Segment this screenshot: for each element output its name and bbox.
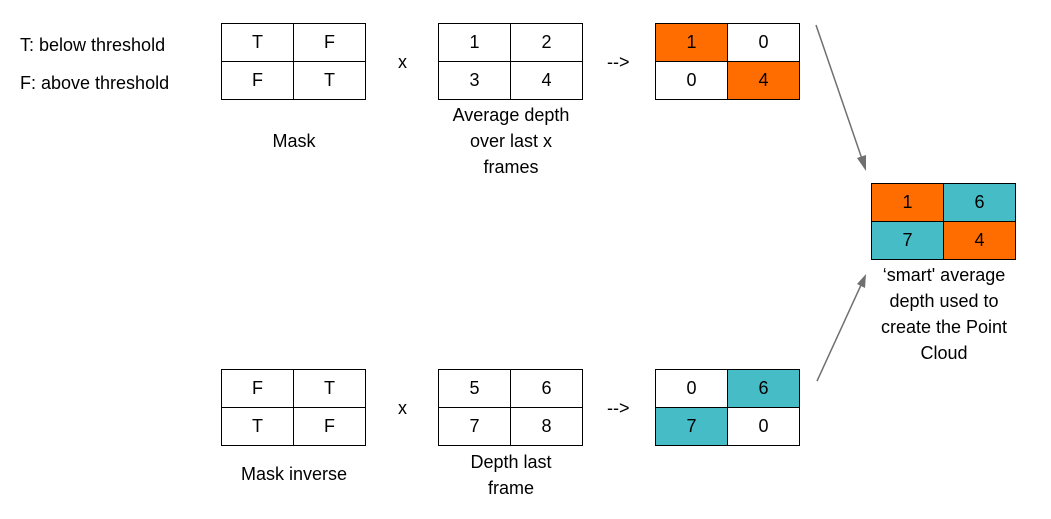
bottom-result-cell: 0 xyxy=(656,370,728,408)
final-depth-cell: 1 xyxy=(872,184,944,222)
bottom-result-grid: 0 6 7 0 xyxy=(655,369,800,446)
average-depth-cell: 1 xyxy=(439,24,511,62)
mask-inverse-cell: T xyxy=(222,408,294,446)
average-depth-grid: 1 2 3 4 xyxy=(438,23,583,100)
depth-last-frame-caption: Depth last frame xyxy=(431,449,591,501)
caption-line: Average depth xyxy=(452,105,570,125)
mask-cell: T xyxy=(294,62,366,100)
multiply-operator: x xyxy=(398,398,407,418)
multiply-operator: x xyxy=(398,52,407,72)
depth-last-frame-cell: 8 xyxy=(511,408,583,446)
top-arrowhead xyxy=(857,155,866,171)
average-depth-cell: 3 xyxy=(439,62,511,100)
final-depth-caption: ‘smart' average depth used to create the… xyxy=(859,262,1029,366)
caption-line: Cloud xyxy=(920,343,968,363)
mask-inverse-caption: Mask inverse xyxy=(240,464,348,484)
arrow-text: --> xyxy=(607,52,630,72)
mask-inverse-cell: F xyxy=(294,408,366,446)
depth-last-frame-cell: 5 xyxy=(439,370,511,408)
average-depth-cell: 4 xyxy=(511,62,583,100)
caption-line: Depth last xyxy=(470,452,552,472)
average-depth-caption: Average depth over last x frames xyxy=(431,102,591,180)
caption-line: create the Point xyxy=(880,317,1008,337)
top-connector-arrow xyxy=(815,24,863,160)
depth-last-frame-grid: 5 6 7 8 xyxy=(438,369,583,446)
mask-caption: Mask xyxy=(272,131,316,151)
bottom-result-cell: 0 xyxy=(728,408,800,446)
caption-line: depth used to xyxy=(889,291,999,311)
bottom-arrowhead xyxy=(857,274,866,288)
mask-inverse-grid: F T T F xyxy=(221,369,366,446)
top-result-grid: 1 0 0 4 xyxy=(655,23,800,100)
depth-last-frame-cell: 7 xyxy=(439,408,511,446)
final-depth-grid: 1 6 7 4 xyxy=(871,183,1016,260)
bottom-result-cell-highlighted: 6 xyxy=(728,370,800,408)
mask-cell: F xyxy=(222,62,294,100)
mask-inverse-cell: T xyxy=(294,370,366,408)
final-depth-cell: 7 xyxy=(872,222,944,260)
top-result-cell-highlighted: 4 xyxy=(728,62,800,100)
mask-cell: F xyxy=(294,24,366,62)
average-depth-cell: 2 xyxy=(511,24,583,62)
mask-inverse-cell: F xyxy=(222,370,294,408)
mask-cell: T xyxy=(222,24,294,62)
caption-line: frames xyxy=(483,157,539,177)
top-result-cell: 0 xyxy=(728,24,800,62)
top-result-cell: 0 xyxy=(656,62,728,100)
caption-line: over last x xyxy=(469,131,553,151)
bottom-connector-arrow xyxy=(816,284,862,382)
caption-line: ‘smart' average xyxy=(882,265,1006,285)
arrow-text: --> xyxy=(607,398,630,418)
legend-true: T: below threshold xyxy=(20,35,166,55)
depth-last-frame-cell: 6 xyxy=(511,370,583,408)
caption-line: frame xyxy=(487,478,534,498)
final-depth-cell: 4 xyxy=(944,222,1016,260)
mask-grid: T F F T xyxy=(221,23,366,100)
bottom-result-cell-highlighted: 7 xyxy=(656,408,728,446)
final-depth-cell: 6 xyxy=(944,184,1016,222)
top-result-cell-highlighted: 1 xyxy=(656,24,728,62)
legend-false: F: above threshold xyxy=(20,73,170,93)
